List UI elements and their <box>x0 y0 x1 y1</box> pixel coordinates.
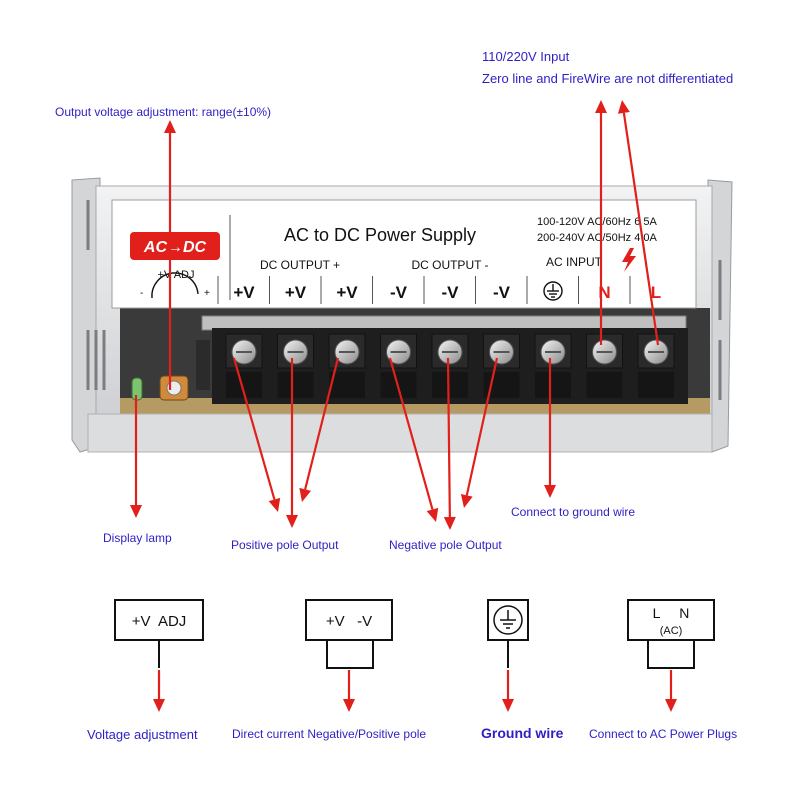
arrow-ground <box>544 358 556 498</box>
device-label: AC→DC +V ADJ + - AC to DC Power Supply 1… <box>111 199 697 309</box>
arrow-legend-voltage-adjust <box>153 670 165 712</box>
legend-symbol-dc-poles: +V -V <box>305 599 393 669</box>
arrow-positive-1 <box>232 357 281 512</box>
terminal-screw <box>586 333 623 398</box>
arrow-negative-2 <box>443 357 456 530</box>
arrow-ac-input-n <box>595 100 607 345</box>
terminal-label: L <box>651 283 661 302</box>
arrow-display-lamp <box>130 395 142 518</box>
legend-caption-voltage-adjust: Voltage adjustment <box>87 727 198 742</box>
ac-input-header: AC INPUT <box>546 255 603 269</box>
device-title: AC to DC Power Supply <box>284 225 476 245</box>
side-vents <box>86 200 722 400</box>
brand-badge: AC→DC <box>143 239 207 256</box>
terminal-screw <box>225 333 263 398</box>
terminal-screw <box>534 333 572 398</box>
vadj-rotate-icon <box>151 272 199 299</box>
legend-symbol-voltage-adjust: +V ADJ <box>114 599 204 668</box>
terminal-label: +V <box>285 283 307 302</box>
terminal-label: +V <box>233 283 255 302</box>
terminal-label: -V <box>442 283 460 302</box>
brand-badge-box <box>130 232 220 260</box>
svg-text:L N: L N <box>653 605 690 621</box>
terminal-screw <box>380 333 417 398</box>
legend-caption-dc-poles: Direct current Negative/Positive pole <box>232 727 427 741</box>
positive-output-callout: Positive pole Output <box>231 538 339 552</box>
terminal-block <box>201 315 688 404</box>
terminal-screws <box>225 333 675 398</box>
ac-input-callout-title: 110/220V Input <box>482 49 570 64</box>
arrow-ac-input-l <box>617 100 660 346</box>
arrow-voltage-adjust <box>164 120 176 390</box>
svg-text:+: + <box>204 288 210 299</box>
terminal-screw <box>483 333 520 398</box>
arrow-positive-3 <box>299 357 340 502</box>
rating-line-1: 100-120V AC/60Hz 6 5A <box>537 216 658 228</box>
legend-symbol-ground <box>487 599 529 668</box>
dc-output-neg-header: DC OUTPUT - <box>411 258 488 272</box>
terminal-label: -V <box>390 283 408 302</box>
svg-text:+V -V: +V -V <box>326 613 372 630</box>
arrow-legend-ac-plug <box>665 670 677 712</box>
arrow-positive-2 <box>286 358 298 528</box>
rating-line-2: 200-240V AC/50Hz 4 0A <box>537 232 658 244</box>
legend-symbol-ac-plug: L N (AC) <box>627 599 715 669</box>
legend: +V ADJ +V -V L N (AC) <box>114 599 715 669</box>
terminal-label: -V <box>493 283 511 302</box>
ac-input-callout-note: Zero line and FireWire are not different… <box>482 71 734 86</box>
callout-arrows <box>130 100 677 712</box>
arrow-legend-ground <box>502 670 514 712</box>
negative-output-callout: Negative pole Output <box>389 538 502 552</box>
legend-caption-ground: Ground wire <box>481 725 564 741</box>
legend-caption-ac-plug: Connect to AC Power Plugs <box>589 727 738 741</box>
terminal-screw <box>277 333 314 398</box>
vadj-label: +V ADJ <box>158 269 195 281</box>
display-lamp-callout: Display lamp <box>103 531 172 545</box>
terminal-screw <box>637 333 675 398</box>
ground-callout: Connect to ground wire <box>511 505 636 519</box>
svg-text:+V ADJ: +V ADJ <box>132 613 187 630</box>
arrow-negative-3 <box>460 357 499 508</box>
voltage-adjust-callout: Output voltage adjustment: range(±10%) <box>55 105 272 119</box>
terminal-label: +V <box>336 283 358 302</box>
terminal-label-ground-icon <box>543 281 563 301</box>
arrow-legend-dc-poles <box>343 670 355 712</box>
svg-text:(AC): (AC) <box>660 625 683 637</box>
svg-text:-: - <box>140 288 143 299</box>
dc-output-pos-header: DC OUTPUT + <box>260 258 340 272</box>
terminal-screw <box>328 333 366 398</box>
warning-bolt-icon <box>622 248 636 272</box>
arrow-negative-1 <box>388 357 439 522</box>
terminal-screw <box>431 333 469 398</box>
